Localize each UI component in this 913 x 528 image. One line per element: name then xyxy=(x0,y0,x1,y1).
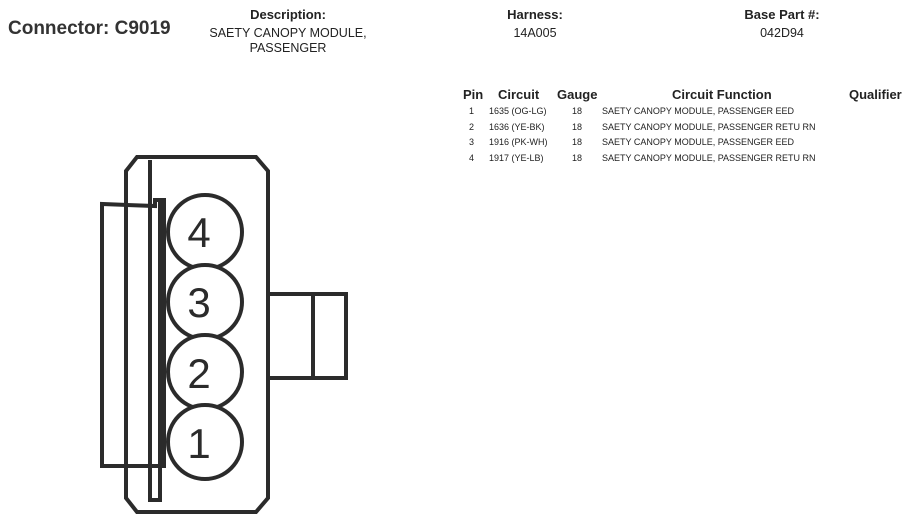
pin-label-1: 1 xyxy=(187,420,210,467)
cell-pin: 2 xyxy=(469,122,475,132)
pin-label-4: 4 xyxy=(187,209,210,256)
connector-inner-rail xyxy=(148,160,162,502)
cell-pin: 3 xyxy=(469,137,475,147)
cell-gauge: 18 xyxy=(572,122,583,132)
cell-function: SAETY CANOPY MODULE, PASSENGER EED xyxy=(602,106,795,116)
cell-gauge: 18 xyxy=(572,153,583,163)
connector-id: C9019 xyxy=(114,18,171,39)
cell-circuit: 1917 (YE-LB) xyxy=(489,153,544,163)
cell-gauge: 18 xyxy=(572,137,583,147)
col-header-gauge: Gauge xyxy=(557,87,598,102)
harness-value: 14A005 xyxy=(513,26,557,40)
cell-function: SAETY CANOPY MODULE, PASSENGER EED xyxy=(602,137,795,147)
description-line-1: SAETY CANOPY MODULE, xyxy=(209,26,367,40)
description-line-2: PASSENGER xyxy=(249,41,327,55)
pin-label-2: 2 xyxy=(187,350,210,397)
description-label: Description: xyxy=(250,7,326,22)
cell-pin: 4 xyxy=(469,153,475,163)
cell-circuit: 1636 (YE-BK) xyxy=(489,122,545,132)
connector-label: Connector: xyxy=(8,18,110,39)
base-part-value: 042D94 xyxy=(760,26,804,40)
connector-latch xyxy=(100,198,166,468)
col-header-qualifier: Qualifier xyxy=(849,87,902,102)
pin-circle-1 xyxy=(166,403,244,481)
connector-title: Connector: C9019 xyxy=(8,18,171,40)
cell-pin: 1 xyxy=(469,106,475,116)
base-part-label: Base Part #: xyxy=(744,7,820,22)
cell-gauge: 18 xyxy=(572,106,583,116)
pin-label-3: 3 xyxy=(187,279,210,326)
connector-tab xyxy=(268,292,348,380)
cell-function: SAETY CANOPY MODULE, PASSENGER RETU RN xyxy=(602,122,816,132)
harness-label: Harness: xyxy=(507,7,563,22)
connector-housing xyxy=(124,155,270,514)
col-header-circuit-function: Circuit Function xyxy=(672,87,772,102)
cell-circuit: 1916 (PK-WH) xyxy=(489,137,548,147)
col-header-circuit: Circuit xyxy=(498,87,540,102)
col-header-pin: Pin xyxy=(463,87,484,102)
cell-function: SAETY CANOPY MODULE, PASSENGER RETU RN xyxy=(602,153,816,163)
description-value: SAETY CANOPY MODULE, PASSENGER xyxy=(183,26,393,56)
cell-circuit: 1635 (OG-LG) xyxy=(489,106,547,116)
